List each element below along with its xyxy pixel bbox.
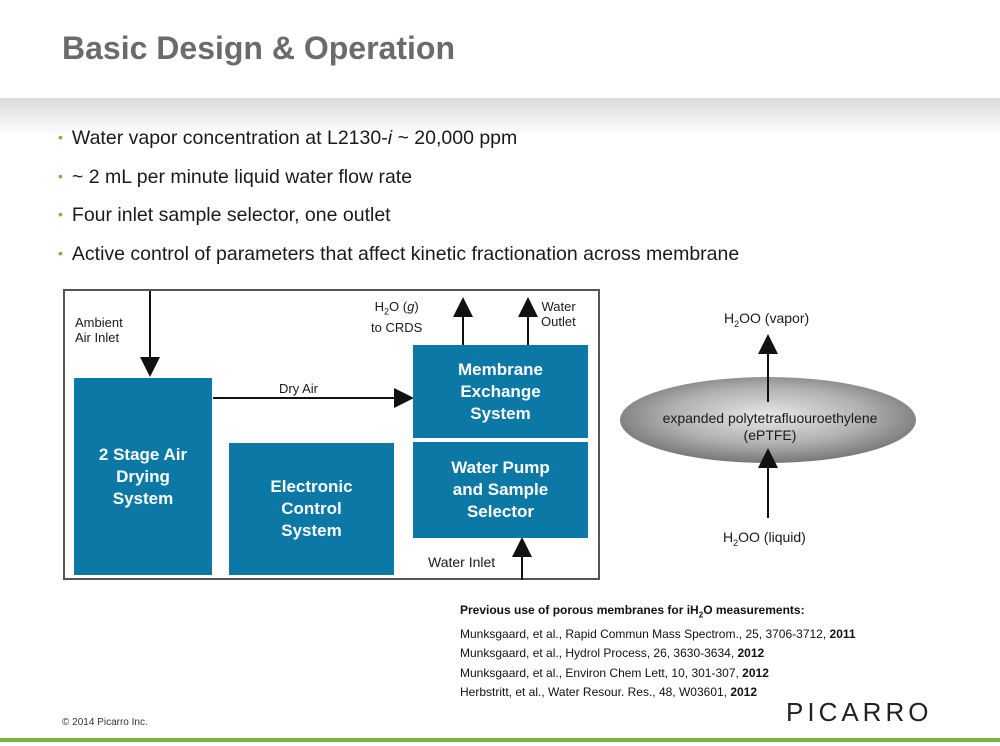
reference-item: Munksgaard, et al., Hydrol Process, 26, … (460, 646, 765, 661)
bullet-dot-icon: • (58, 244, 63, 261)
copyright-text: © 2014 Picarro Inc. (62, 717, 148, 728)
eptfe-label: expanded polytetrafluouroethylene(ePTFE) (662, 410, 878, 443)
bullet-dot-icon: • (58, 167, 63, 184)
bullet-item: •Four inlet sample selector, one outlet (58, 204, 391, 226)
bullet-dot-icon: • (58, 129, 63, 145)
slide-title: Basic Design & Operation (62, 30, 455, 66)
h2o-vapor-label: H2OO (vapor) (724, 310, 810, 329)
footer-accent-line (0, 738, 1000, 742)
dry-air-label: Dry Air (279, 381, 318, 396)
membrane-figure (620, 334, 916, 518)
title-band (0, 98, 1000, 136)
reference-item: Munksgaard, et al., Environ Chem Lett, 1… (460, 665, 769, 680)
references-heading: Previous use of porous membranes for iH2… (460, 603, 805, 620)
h2o-liquid-label: H2OO (liquid) (723, 529, 806, 548)
diagram-arrows (140, 291, 538, 580)
bullet-item: •Active control of parameters that affec… (58, 242, 740, 265)
reference-item: Munksgaard, et al., Rapid Commun Mass Sp… (460, 626, 856, 641)
references-block: Previous use of porous membranes for iH2… (460, 601, 856, 703)
reference-item: Herbstritt, et al., Water Resour. Res., … (460, 685, 758, 700)
picarro-logo: PICARRO (786, 697, 933, 727)
bullet-list: •Water vapor concentration at L2130-i ~ … (58, 126, 739, 280)
h2o-gas-label: H2O (g)to CRDS (371, 299, 423, 335)
eptfe-membrane-disk (620, 377, 916, 463)
water-inlet-label: Water Inlet (428, 554, 496, 570)
bullet-item: •~ 2 mL per minute liquid water flow rat… (58, 165, 413, 188)
bullet-dot-icon: • (58, 206, 63, 222)
bullet-item: •Water vapor concentration at L2130-i ~ … (58, 127, 518, 149)
